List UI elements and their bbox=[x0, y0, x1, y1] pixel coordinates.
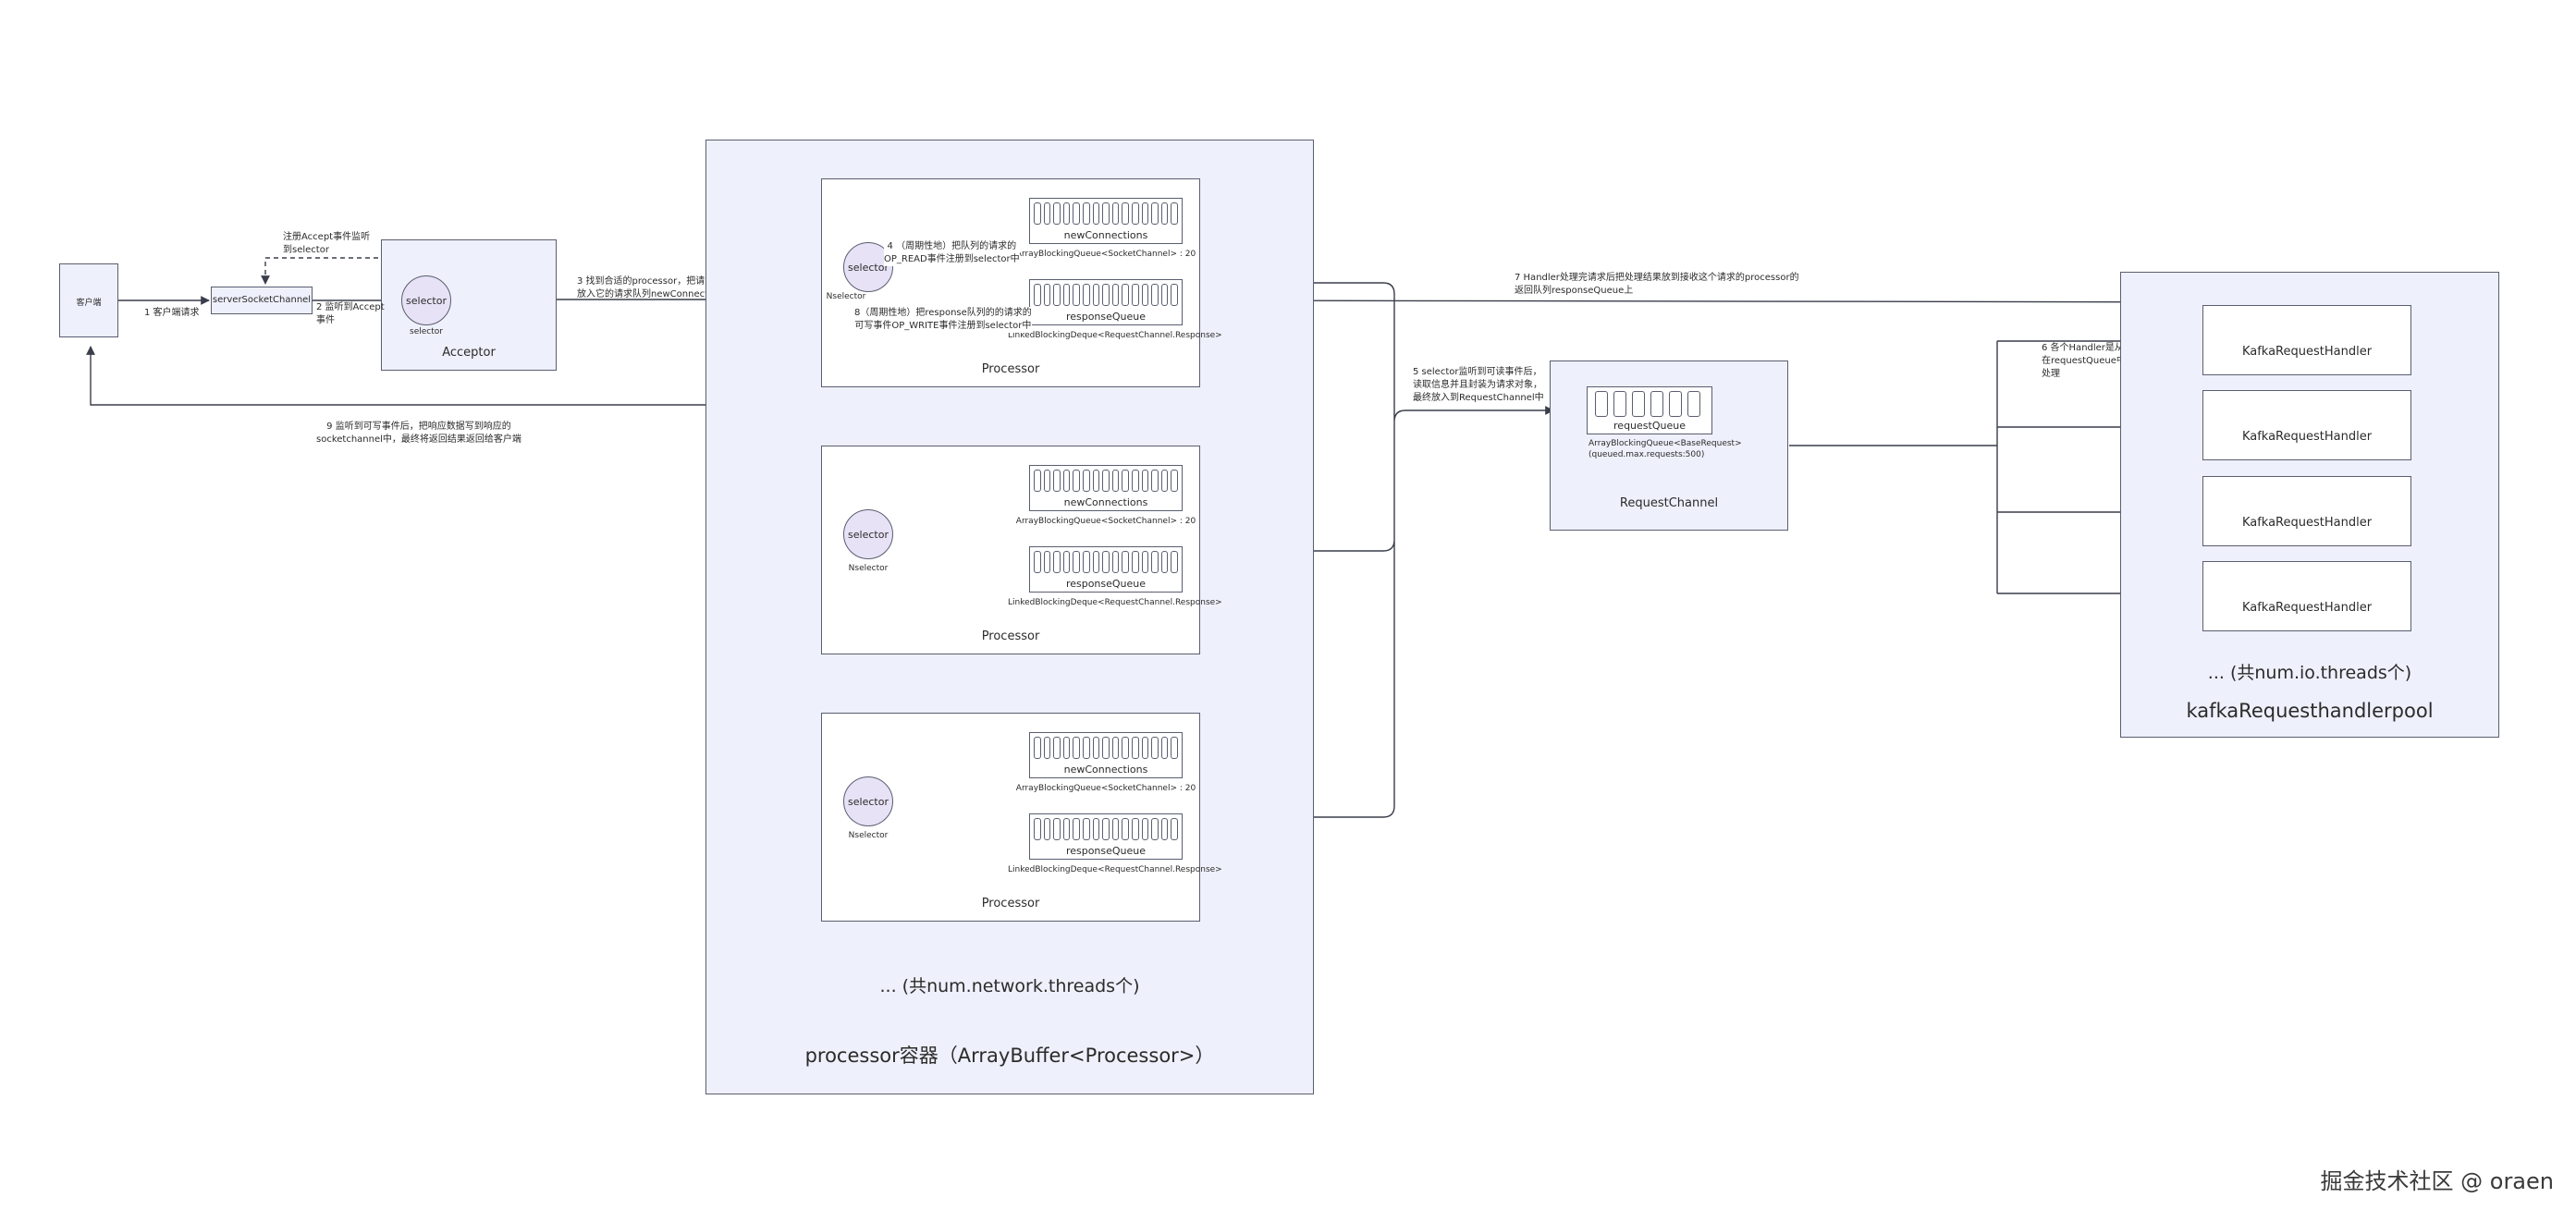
request-queue: requestQueue bbox=[1587, 386, 1712, 434]
processor-3-selector-caption: Nselector bbox=[848, 831, 889, 840]
processor-3-response-queue: responseQueue bbox=[1029, 813, 1183, 860]
register-accept-label: 注册Accept事件监听到selector bbox=[283, 232, 371, 255]
processor-2-newconnections-label: newConnections bbox=[1030, 496, 1182, 508]
processor-1-selector-caption: Nselector bbox=[826, 292, 866, 301]
processor-2-selector: selector bbox=[843, 509, 893, 559]
processor-3-newconnections-type: ArrayBlockingQueue<SocketChannel> : 20 bbox=[1015, 784, 1196, 793]
step7-label: 7 Handler处理完请求后把处理结果放到接收这个请求的processor的返… bbox=[1515, 273, 1799, 296]
processor-1-response-label: responseQueue bbox=[1030, 311, 1182, 323]
client-box: 客户端 bbox=[59, 263, 118, 337]
request-queue-label: requestQueue bbox=[1588, 420, 1711, 432]
handler-1-label: KafkaRequestHandler bbox=[2241, 345, 2373, 359]
acceptor-title: Acceptor bbox=[442, 346, 496, 360]
processor-3-newconnections-label: newConnections bbox=[1030, 764, 1182, 776]
processor-2-response-label: responseQueue bbox=[1030, 578, 1182, 590]
acceptor-selector-caption: selector bbox=[410, 327, 443, 336]
acceptor-selector: selector bbox=[401, 275, 451, 325]
handler-3-label: KafkaRequestHandler bbox=[2241, 516, 2373, 530]
processor-2-response-queue: responseQueue bbox=[1029, 546, 1183, 593]
processor-1-newconnections-type: ArrayBlockingQueue<SocketChannel> : 20 bbox=[1015, 250, 1196, 259]
server-socket-label: serverSocketChannel bbox=[212, 295, 312, 305]
handler-4-label: KafkaRequestHandler bbox=[2241, 601, 2373, 615]
request-channel-title: RequestChannel bbox=[1619, 496, 1719, 510]
step8-label: 8（周期性地）把response队列的的请求的可写事件OP_WRITE事件注册到… bbox=[854, 307, 1032, 333]
step5-label: 5 selector监听到可读事件后，读取信息并且封装为请求对象，最终放入到Re… bbox=[1413, 366, 1544, 405]
step6-label: 6 各个Handler是从竞争的方式地在requestQueue中拉取请求并处理 bbox=[2042, 343, 2179, 379]
processor-3-title: Processor bbox=[981, 897, 1040, 910]
handler-pool-title: kafkaRequesthandlerpool bbox=[2186, 700, 2434, 722]
processor-1-response-queue: responseQueue bbox=[1029, 279, 1183, 325]
processor-3-newconnections-queue: newConnections bbox=[1029, 732, 1183, 778]
arrow-requestchannel-to-handlers bbox=[1789, 340, 2201, 594]
processor-3-response-label: responseQueue bbox=[1030, 845, 1182, 857]
processor-1-response-type: LinkedBlockingDeque<RequestChannel.Respo… bbox=[1008, 331, 1222, 340]
processor-2-newconnections-type: ArrayBlockingQueue<SocketChannel> : 20 bbox=[1015, 517, 1196, 526]
server-socket-channel: serverSocketChannel bbox=[211, 287, 313, 314]
processor-container-title: processor容器（ArrayBuffer<Processor>） bbox=[804, 1045, 1215, 1067]
handler-2-label: KafkaRequestHandler bbox=[2241, 430, 2373, 444]
processor-2-response-type: LinkedBlockingDeque<RequestChannel.Respo… bbox=[1008, 598, 1222, 607]
watermark: 掘金技术社区 @ oraen bbox=[2320, 1168, 2555, 1194]
processor-more-label: ... (共num.network.threads个) bbox=[879, 976, 1140, 996]
handler-4: KafkaRequestHandler bbox=[2202, 561, 2411, 631]
arrow-processors-to-requestchannel bbox=[1199, 282, 1553, 818]
handler-1: KafkaRequestHandler bbox=[2202, 305, 2411, 375]
handler-pool-more: ... (共num.io.threads个) bbox=[2207, 663, 2412, 683]
processor-3-selector: selector bbox=[843, 776, 893, 826]
processor-1-title: Processor bbox=[981, 362, 1040, 376]
client-label: 客户端 bbox=[76, 299, 102, 308]
processor-1-newconnections-queue: newConnections bbox=[1029, 198, 1183, 244]
processor-3-response-type: LinkedBlockingDeque<RequestChannel.Respo… bbox=[1008, 865, 1222, 874]
processor-2-newconnections-queue: newConnections bbox=[1029, 465, 1183, 511]
processor-1-newconnections-label: newConnections bbox=[1030, 229, 1182, 241]
processor-2-selector-caption: Nselector bbox=[848, 564, 889, 573]
request-queue-type: ArrayBlockingQueue<BaseRequest>(queued.m… bbox=[1589, 439, 1742, 459]
handler-2: KafkaRequestHandler bbox=[2202, 390, 2411, 460]
handler-3: KafkaRequestHandler bbox=[2202, 476, 2411, 546]
processor-2-title: Processor bbox=[981, 629, 1040, 643]
step1-label: 1 客户端请求 bbox=[144, 308, 200, 318]
